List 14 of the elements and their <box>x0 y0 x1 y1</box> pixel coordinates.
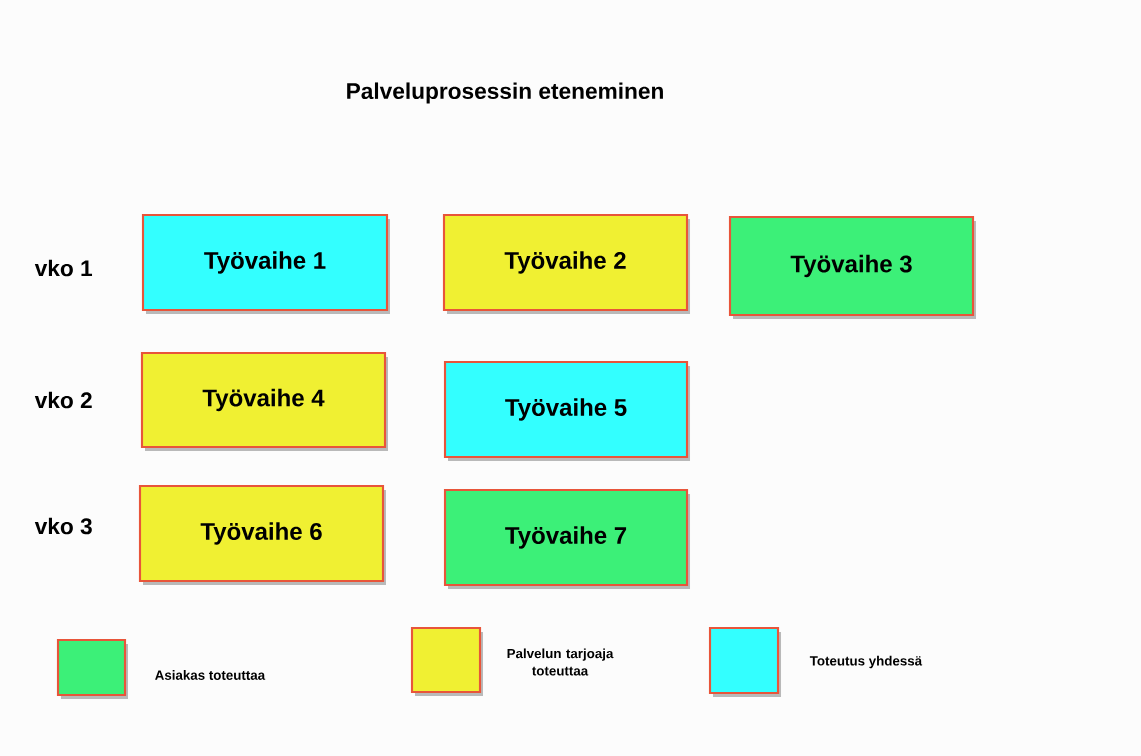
title: Palveluprosessin eteneminen <box>347 82 663 104</box>
week-label: vko 1 <box>34 259 93 277</box>
legend-text: Toteutus yhdessä <box>809 655 923 669</box>
process-box: Työvaihe 7 <box>443 488 690 589</box>
week-label: vko 2 <box>34 391 92 409</box>
process-box: Työvaihe 5 <box>443 360 690 461</box>
process-box: Työvaihe 4 <box>140 351 388 451</box>
week-label: vko 3 <box>34 517 92 535</box>
process-box: Työvaihe 3 <box>728 215 976 319</box>
process-box: Työvaihe 1 <box>141 213 390 314</box>
legend-text: Palvelun tarjoaja toteuttaa <box>507 648 614 676</box>
process-box: Työvaihe 6 <box>138 484 386 585</box>
process-box: Työvaihe 2 <box>442 213 690 314</box>
legend-text: Asiakas toteuttaa <box>155 670 266 680</box>
